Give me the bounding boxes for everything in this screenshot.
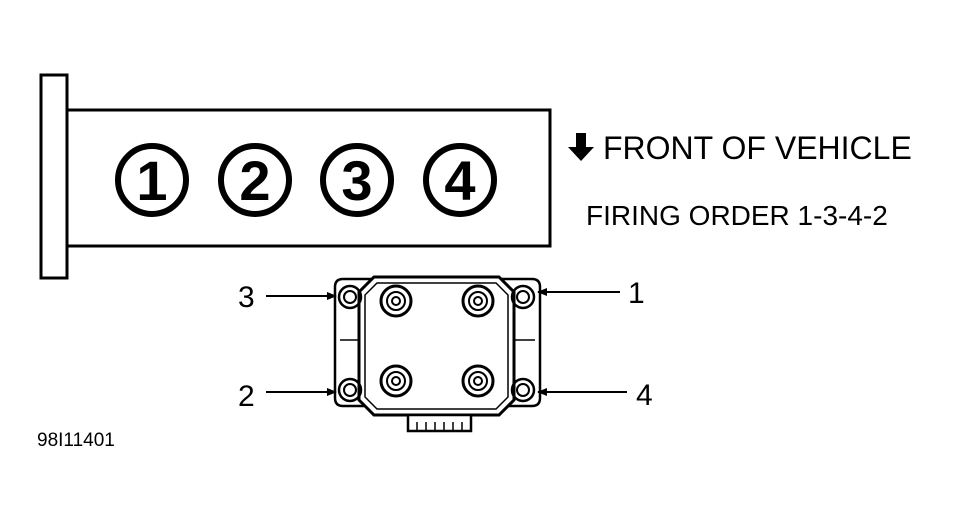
cylinder-2-label: 2 xyxy=(239,149,270,212)
down-arrow-icon xyxy=(568,133,594,161)
coil-tower-top-left xyxy=(379,284,413,318)
mounting-hole-top-left xyxy=(337,284,363,310)
figure-id: 98I11401 xyxy=(37,430,115,451)
front-of-vehicle-label: FRONT OF VEHICLE xyxy=(603,130,912,166)
engine-block: 1 2 3 4 xyxy=(39,73,552,280)
mounting-hole-bottom-right xyxy=(510,377,536,403)
callout-bottom-left-label: 2 xyxy=(238,380,255,413)
callout-top-left: 3 xyxy=(238,281,337,314)
firing-order-label: FIRING ORDER 1-3-4-2 xyxy=(586,200,888,231)
cylinder-3-label: 3 xyxy=(341,149,372,212)
front-of-vehicle: FRONT OF VEHICLE xyxy=(568,130,912,166)
callout-bottom-left: 2 xyxy=(238,380,337,413)
callout-top-left-label: 3 xyxy=(238,281,255,314)
coil-pack xyxy=(333,275,542,433)
coil-pack-body xyxy=(357,275,516,417)
coil-pack-inner-outline xyxy=(364,282,509,410)
callout-top-right-label: 1 xyxy=(628,277,645,310)
callout-bottom-right-label: 4 xyxy=(636,379,653,412)
callout-top-right: 1 xyxy=(537,277,645,310)
cylinder-4: 4 xyxy=(423,143,497,217)
coil-tower-bottom-right xyxy=(461,364,495,398)
mounting-hole-top-right xyxy=(510,284,536,310)
coil-tower-bottom-left xyxy=(379,364,413,398)
engine-flange xyxy=(39,73,69,280)
cylinder-1-label: 1 xyxy=(136,149,167,212)
cylinder-2: 2 xyxy=(218,143,292,217)
cylinder-1: 1 xyxy=(115,143,189,217)
mounting-hole-bottom-left xyxy=(337,377,363,403)
cylinder-3: 3 xyxy=(320,143,394,217)
cylinder-4-label: 4 xyxy=(444,149,475,212)
coil-connector xyxy=(406,413,473,433)
coil-tower-top-right xyxy=(461,284,495,318)
callout-bottom-right: 4 xyxy=(537,379,653,412)
